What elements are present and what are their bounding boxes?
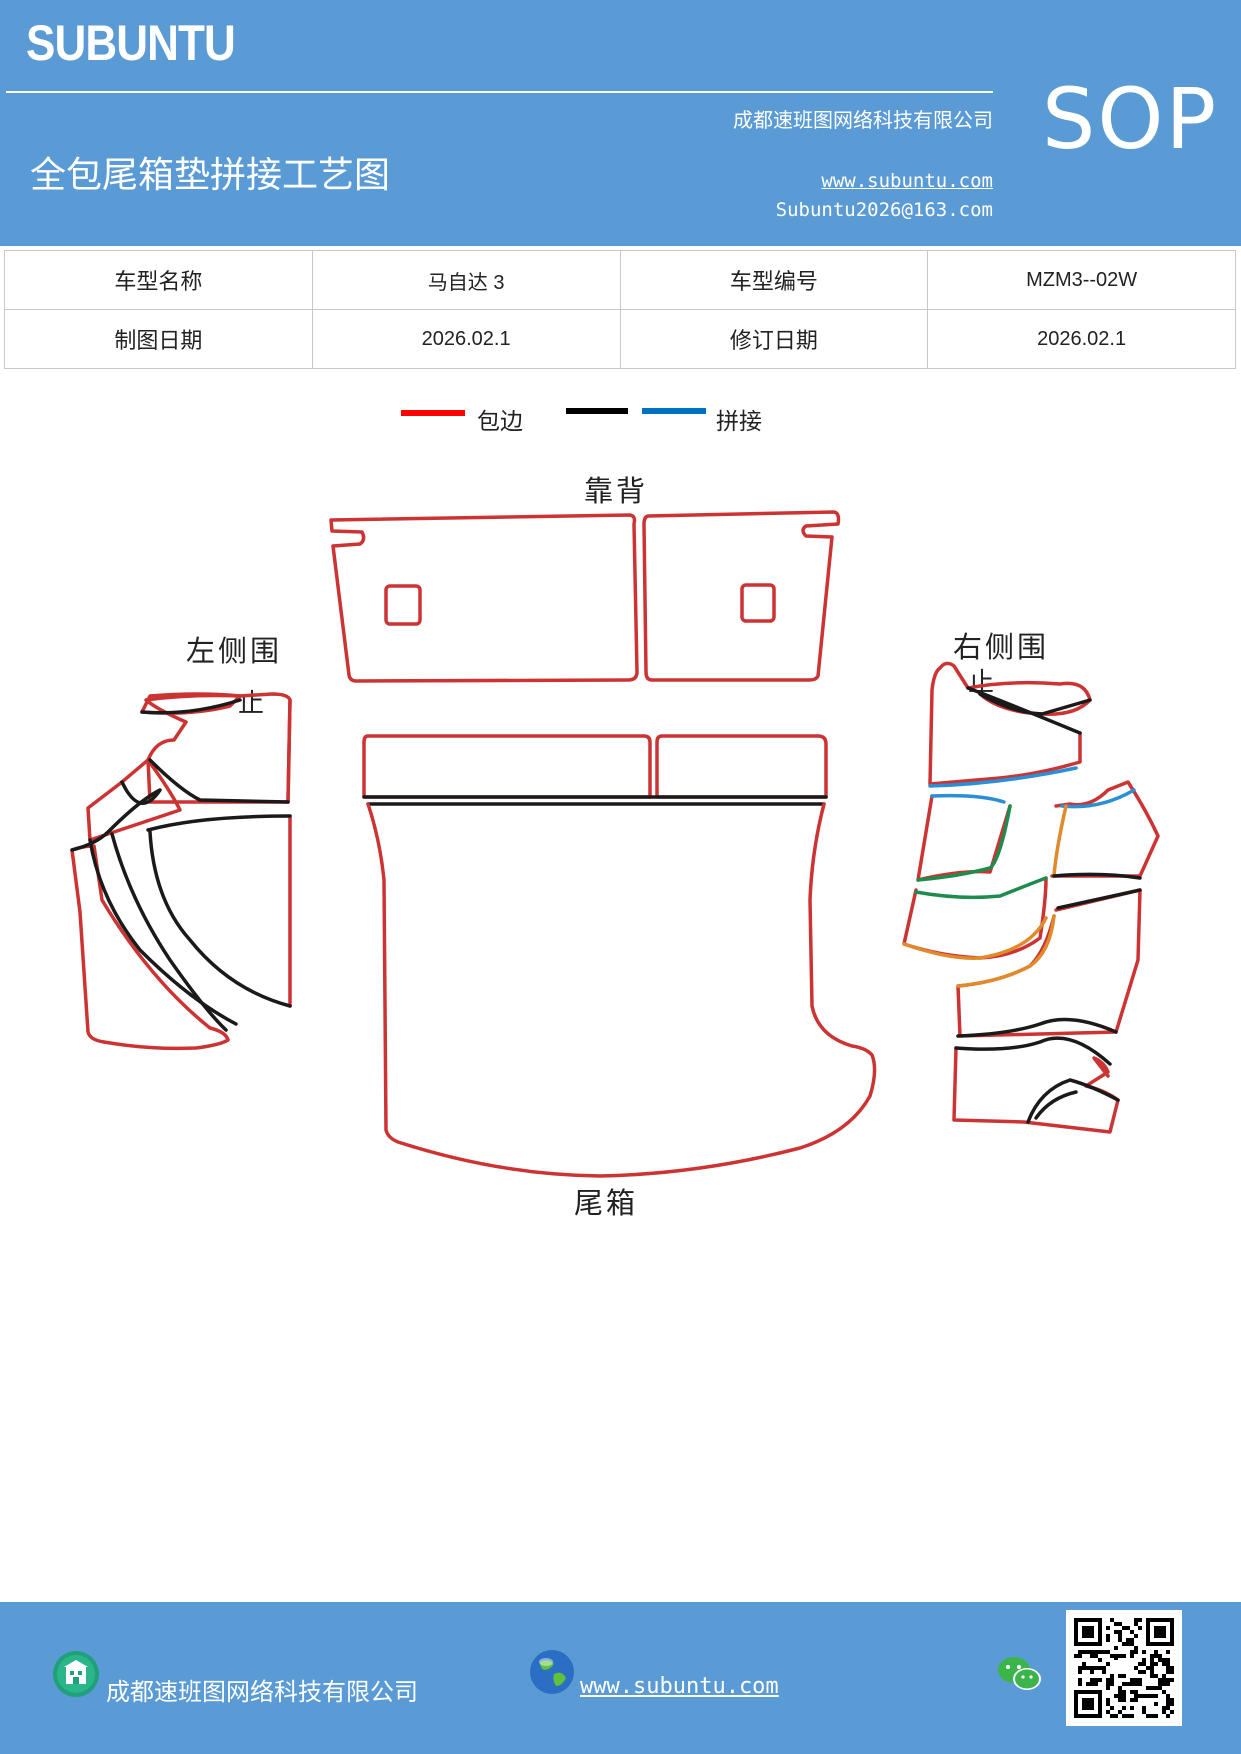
brand-logo: SUBUNTU <box>26 15 236 71</box>
document-title: 全包尾箱垫拼接工艺图 <box>30 155 391 196</box>
right-top-seam <box>966 686 1092 735</box>
trunk-strip-left <box>362 734 652 799</box>
left-seam-4 <box>146 814 292 832</box>
legend-swatch-edge <box>401 410 465 416</box>
drawing-date-label: 制图日期 <box>4 309 313 369</box>
right-black-seam-3 <box>956 1017 1118 1038</box>
left-seam-2 <box>148 758 290 804</box>
backrest-right-panel <box>642 510 841 682</box>
legend-label-edge: 包边 <box>477 409 523 435</box>
building-icon <box>53 1651 99 1697</box>
table-row: 制图日期 2026.02.1 修订日期 2026.02.1 <box>4 309 1236 369</box>
right-orange-seam-2 <box>902 916 1048 960</box>
footer-company: 成都速班图网络科技有限公司 <box>106 1678 418 1706</box>
right-top-panel <box>928 661 1092 786</box>
left-seam-3 <box>70 780 162 852</box>
right-mid-right <box>1050 780 1160 878</box>
globe-icon <box>530 1650 574 1694</box>
right-black-seam-2 <box>1056 888 1142 910</box>
right-orange-seam-3 <box>956 914 1056 988</box>
right-blue-seam-2 <box>930 793 1006 804</box>
left-seam-1 <box>140 698 242 715</box>
left-side-lower-outer <box>86 758 182 842</box>
right-black-seam-1 <box>1052 872 1142 880</box>
right-lower-left <box>902 876 1048 960</box>
revision-date-value: 2026.02.1 <box>927 309 1236 369</box>
label-left-side: 左侧围 <box>186 634 283 668</box>
backrest-left-panel <box>329 513 639 683</box>
drawing-date-value: 2026.02.1 <box>311 309 621 369</box>
model-name-label: 车型名称 <box>4 250 313 310</box>
right-blue-seam-1 <box>928 766 1078 788</box>
header-company: 成都速班图网络科技有限公司 <box>733 108 993 132</box>
model-code-label: 车型编号 <box>619 250 929 310</box>
footer-band: 成都速班图网络科技有限公司 www.subuntu.com <box>0 1602 1241 1754</box>
backrest-right-hole <box>740 583 776 623</box>
header-email[interactable]: Subuntu2026@163.com <box>775 199 993 221</box>
label-trunk: 尾箱 <box>574 1186 639 1220</box>
right-lower-right <box>956 888 1142 1038</box>
model-code-value: MZM3--02W <box>927 250 1236 310</box>
sop-label: SOP <box>1042 70 1219 168</box>
wechat-icon <box>998 1657 1041 1690</box>
legend-swatch-seam <box>566 408 628 414</box>
left-side-bottom <box>70 844 230 1051</box>
qr-code[interactable] <box>1066 1610 1182 1726</box>
right-orange-seam-1 <box>1052 804 1068 878</box>
header-band: SUBUNTU 成都速班图网络科技有限公司 全包尾箱垫拼接工艺图 www.sub… <box>0 0 1241 246</box>
legend-label-splice: 拼接 <box>716 409 762 435</box>
model-name-value: 马自达 3 <box>311 250 621 310</box>
pattern-drawing <box>70 510 1160 1178</box>
qr-code-image <box>1074 1618 1174 1718</box>
right-black-seam-4 <box>954 1036 1112 1066</box>
left-seam-5 <box>148 830 292 1008</box>
left-seam-7 <box>110 832 228 1032</box>
vehicle-info-table: 车型名称 马自达 3 车型编号 MZM3--02W 制图日期 2026.02.1… <box>4 250 1236 369</box>
footer-website-link[interactable]: www.subuntu.com <box>580 1674 779 1699</box>
right-blue-seam-3 <box>1060 788 1136 809</box>
trunk-strip-right <box>655 734 828 799</box>
label-right-side: 右侧围 <box>953 630 1050 664</box>
right-black-seam-5 <box>1026 1078 1120 1124</box>
legend: 包边 拼接 <box>0 400 1241 440</box>
right-green-seam-2 <box>914 876 1048 900</box>
label-backrest: 靠背 <box>584 474 649 508</box>
right-mid-left <box>916 794 1012 882</box>
table-row: 车型名称 马自达 3 车型编号 MZM3--02W <box>4 250 1236 310</box>
trunk-main-panel <box>366 802 877 1178</box>
left-seam-6 <box>88 838 238 1026</box>
left-side-right-edge <box>286 698 292 1008</box>
backrest-left-hole <box>384 584 422 626</box>
right-green-seam-1 <box>916 804 1012 882</box>
revision-date-label: 修订日期 <box>619 309 929 369</box>
header-divider <box>6 91 993 93</box>
header-website-link[interactable]: www.subuntu.com <box>821 170 993 192</box>
legend-swatch-splice <box>642 408 706 414</box>
right-black-seam-6 <box>1034 1090 1078 1120</box>
